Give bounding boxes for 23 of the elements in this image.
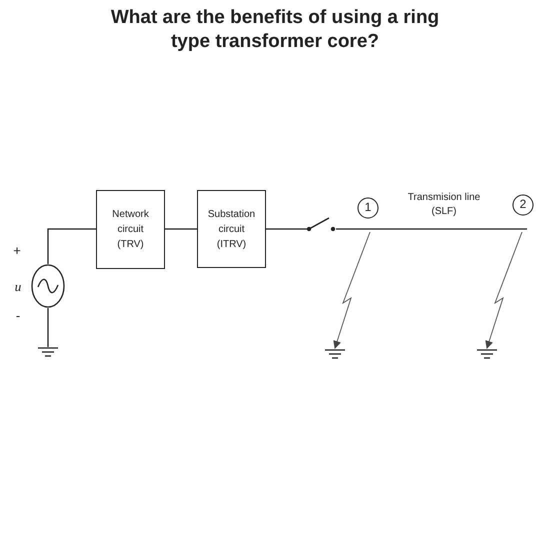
fault-arrow xyxy=(333,232,370,349)
voltage-symbol: u xyxy=(14,280,22,294)
wire xyxy=(266,228,307,230)
wire xyxy=(165,228,197,230)
box-text: Substation circuit (ITRV) xyxy=(206,208,256,252)
circuit-box xyxy=(197,190,266,268)
callout-number: 1 xyxy=(364,200,372,214)
ground-symbol xyxy=(324,349,346,360)
line-label: Transmision line (SLF) xyxy=(406,191,482,219)
circuit-box xyxy=(96,190,165,269)
box-text: Network circuit (TRV) xyxy=(111,208,150,252)
polarity-sign: + xyxy=(12,244,22,258)
title: What are the benefits of using a ring type transformer core? xyxy=(110,6,440,54)
switch-symbol xyxy=(307,216,336,232)
ground-symbol xyxy=(476,349,498,360)
polarity-sign: - xyxy=(14,309,22,323)
wire xyxy=(47,228,96,264)
fault-arrow xyxy=(485,232,522,349)
wire xyxy=(47,308,49,347)
callout-number: 2 xyxy=(518,197,528,211)
transmission-line xyxy=(336,228,527,230)
ac-source-symbol xyxy=(31,264,65,308)
ground-symbol xyxy=(37,347,59,358)
